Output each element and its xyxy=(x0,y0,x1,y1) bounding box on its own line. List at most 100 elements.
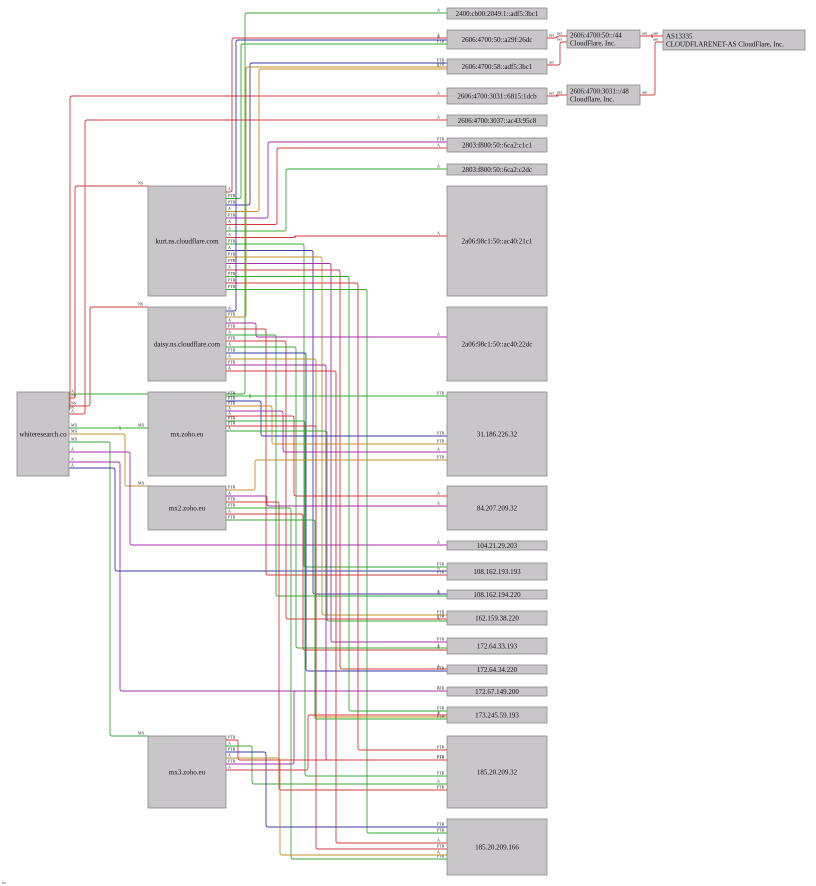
node-v6h: 2a06:98c1:50::ac40:21c1 xyxy=(446,185,548,297)
edge-group: AA xyxy=(226,406,447,453)
edge-label-src: NS xyxy=(71,393,76,398)
edge-label-dst: A xyxy=(437,64,440,69)
node-v6g: 2803:f800:50::6ca2:c2dc xyxy=(446,163,548,176)
edge-label-dst: PTR xyxy=(437,610,445,615)
node-label: 104.21.29.203 xyxy=(477,542,518,550)
edge-43 xyxy=(226,420,447,777)
edge-39 xyxy=(226,400,447,437)
edge-label-dst: A xyxy=(437,164,440,169)
edge-51 xyxy=(226,519,447,720)
edge-label-dst: A xyxy=(437,332,440,337)
edge-group: PTR PTR xyxy=(226,258,447,643)
edge-9 xyxy=(69,461,447,692)
edge-label-src: asn xyxy=(642,31,647,36)
node-box xyxy=(446,637,548,655)
node-ip5: 108.162.194.220 xyxy=(446,589,548,600)
node-label: 2606:4700:3031::/48 xyxy=(570,88,629,96)
node-label: 173.245.59.193 xyxy=(475,712,519,720)
edge-label-src: A xyxy=(228,741,231,746)
edge-label-dst: A xyxy=(437,566,440,571)
edge-label-dst: PTR xyxy=(437,570,445,575)
edge-52 xyxy=(226,739,447,761)
edge-50 xyxy=(226,513,447,651)
node-box xyxy=(446,735,548,809)
edge-36 xyxy=(226,364,447,761)
edge-label-dst: A xyxy=(437,8,440,13)
node-label: 2606:4700:58::adf5:3bc1 xyxy=(462,63,533,71)
edge-group: NS NS xyxy=(69,181,148,399)
edge-47 xyxy=(226,495,447,507)
edge-label-dst: NS xyxy=(138,181,143,186)
node-v6e: 2606:4700:3037::ac43:95c8 xyxy=(446,114,548,127)
edge-label-dst: A xyxy=(437,501,440,506)
edge-28 xyxy=(226,66,447,318)
node-label: 2a06:98c1:50::ac40:22dc xyxy=(462,341,533,349)
node-v6a: 2400:cb00:2049:1::adf5:3bc1 xyxy=(446,7,548,20)
edge-53 xyxy=(226,745,447,785)
edge-group: PTR PTR xyxy=(226,252,447,616)
edge-33 xyxy=(226,346,447,649)
node-v6i: 2a06:98c1:50::ac40:22dc xyxy=(446,306,548,382)
node-ns1: kurt.ns.cloudflare.com xyxy=(147,185,227,297)
edge-label-dst: A xyxy=(437,591,440,596)
edge-60 xyxy=(547,93,567,98)
node-box xyxy=(446,540,548,551)
edge-0 xyxy=(69,185,148,399)
edge-3 xyxy=(67,95,447,411)
edge-20 xyxy=(226,250,447,595)
edge-label-src: MX xyxy=(71,423,78,428)
edge-25 xyxy=(226,282,447,751)
edge-label-dst: PTR xyxy=(437,137,445,142)
edge-label-src: A xyxy=(228,306,231,311)
edge-group: AA xyxy=(226,318,447,338)
node-label: kurt.ns.cloudflare.com xyxy=(155,238,219,246)
edge-57 xyxy=(226,714,447,771)
edge-label-src: PTR xyxy=(228,258,236,263)
edge-label-dst: A xyxy=(437,645,440,650)
edge-label-dst: PTR xyxy=(437,666,445,671)
node-mx3: mx3.zoho.eu xyxy=(147,735,227,809)
edge-34 xyxy=(226,352,447,672)
node-ip12: 185.20.209.166 xyxy=(446,818,548,876)
edge-group: PTR PTR xyxy=(226,271,447,712)
edge-label-dst: PTR xyxy=(437,755,445,760)
node-label: 185.20.209.166 xyxy=(475,844,519,852)
edge-label-dst: A xyxy=(437,643,440,648)
node-label: whiteresearch.co xyxy=(19,431,67,439)
node-label: 185.20.209.32 xyxy=(477,769,518,777)
node-label: 2a06:98c1:50::ac40:21c1 xyxy=(462,238,533,246)
edge-label-dst: PTR xyxy=(437,844,445,849)
edge-8 xyxy=(69,451,447,546)
edge-group: PTR PTR xyxy=(226,278,447,751)
edge-label-src: net xyxy=(549,60,555,65)
node-label: 172.64.33.193 xyxy=(477,643,518,651)
edge-19 xyxy=(226,243,447,568)
edge-group: AA xyxy=(69,8,447,395)
edge-label-dst: PTR xyxy=(437,714,445,719)
node-box xyxy=(147,306,227,382)
edge-group: AA xyxy=(226,710,447,771)
edge-group: AA xyxy=(226,245,447,595)
edge-35 xyxy=(226,358,447,718)
node-box xyxy=(446,137,548,153)
edge-label-dst: PTR xyxy=(437,391,445,396)
edge-group: AA xyxy=(226,342,447,649)
node-ip9: 172.67.149.200 xyxy=(446,686,548,697)
edge-label-src: asn xyxy=(642,90,647,95)
edge-label-dst: PTR xyxy=(437,455,445,460)
edge-46 xyxy=(226,459,447,491)
edge-label-src: PTR xyxy=(228,324,236,329)
node-box xyxy=(566,84,641,106)
node-mx1: mx.zoho.eu xyxy=(147,391,227,477)
edge-label-dst: PTR xyxy=(437,755,445,760)
edge-group: AA xyxy=(226,330,447,597)
edge-label-dst: A xyxy=(437,33,440,38)
edge-group: AA xyxy=(226,64,447,212)
